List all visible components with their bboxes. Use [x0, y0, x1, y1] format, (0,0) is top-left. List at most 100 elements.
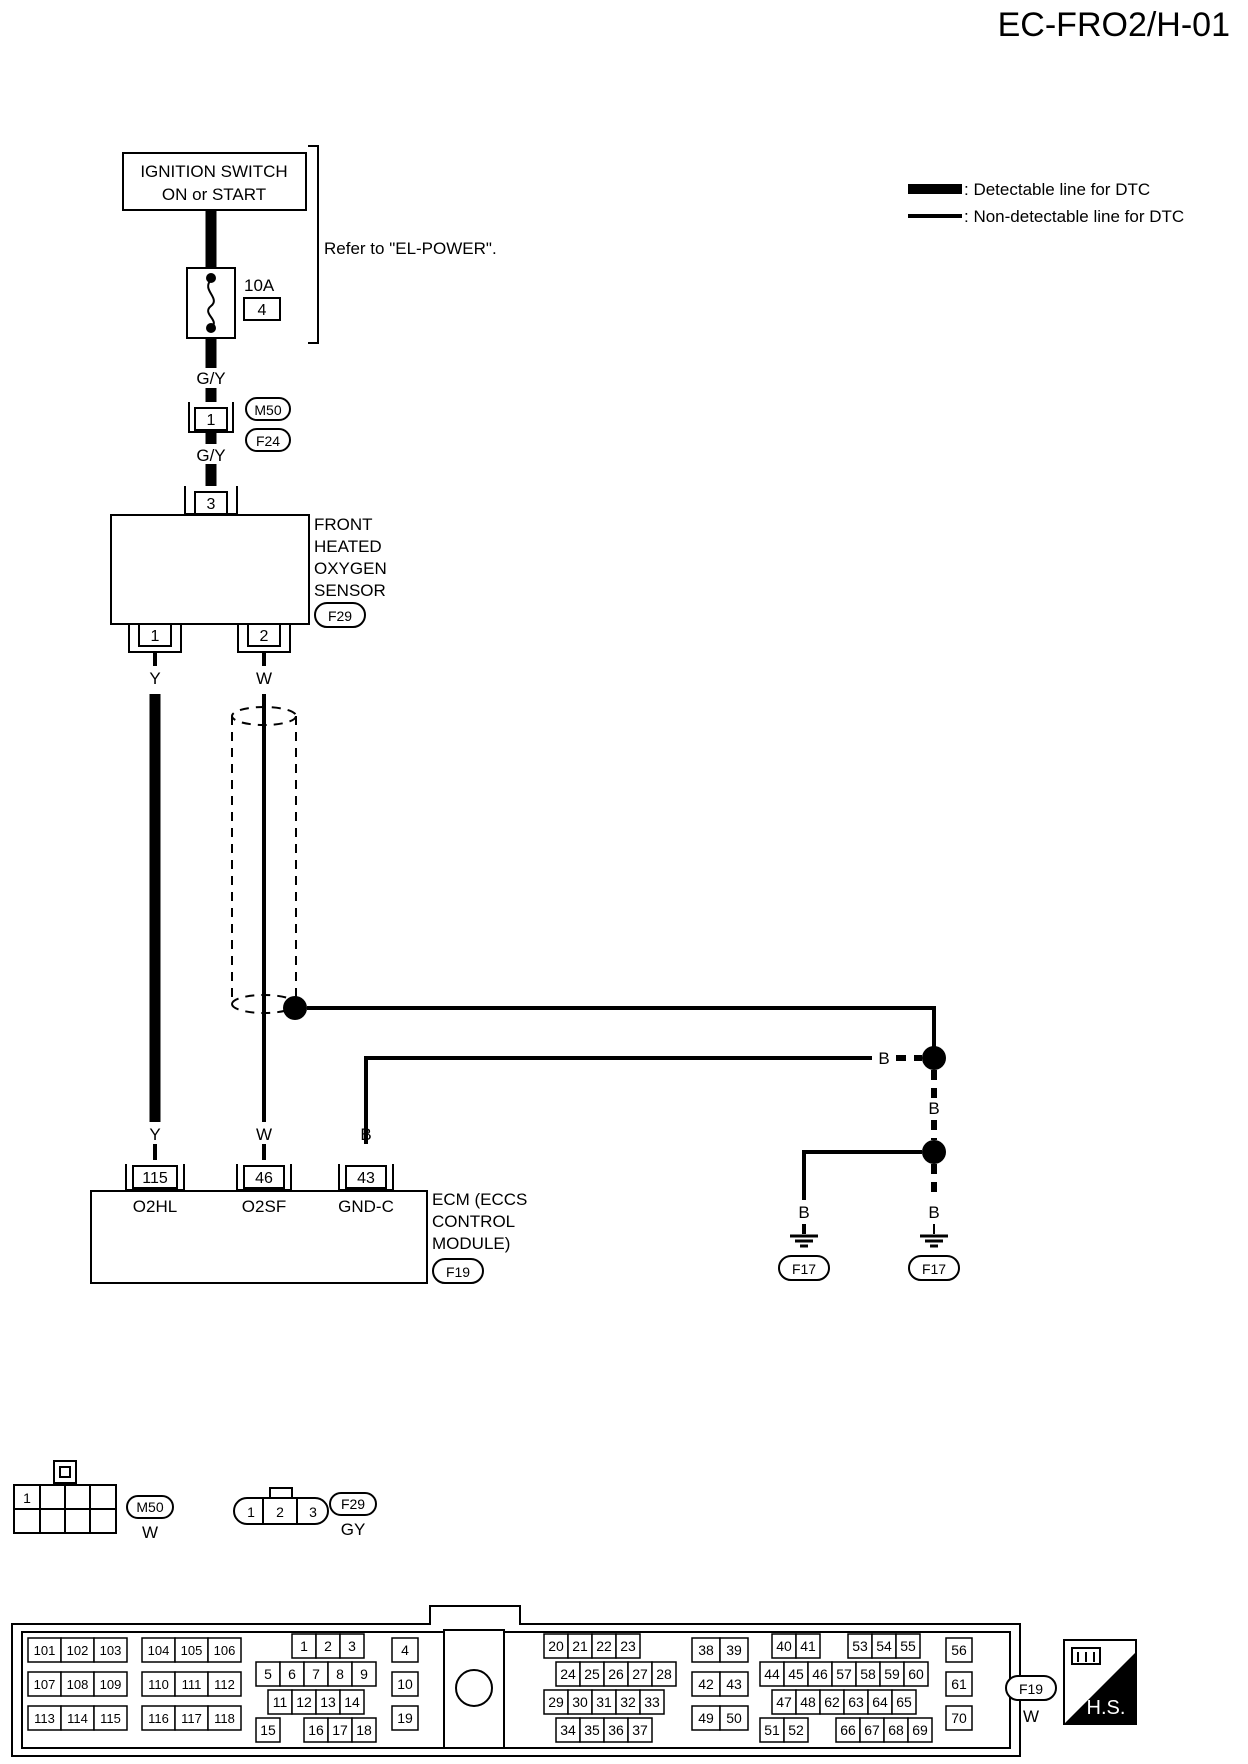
f19-pin-cell: [783, 1717, 809, 1743]
fuse-number-box: [243, 297, 281, 321]
sensor-pin1-box: [138, 623, 172, 647]
f29-view-color: GY: [341, 1520, 366, 1539]
fuse-terminal-bottom: [206, 323, 216, 333]
f19-pin-111: 111: [182, 1677, 202, 1692]
f19-pin-108: 108: [67, 1677, 89, 1692]
m50-view-tag-label: M50: [136, 1499, 163, 1515]
f19-pin-cell: [895, 1633, 921, 1659]
f19-pin-10: 10: [397, 1676, 413, 1692]
f19-pin-2: 2: [324, 1638, 332, 1654]
f19-pin-68: 68: [888, 1722, 904, 1738]
front-heated-oxygen-sensor-box: [110, 514, 310, 625]
f19-pin-101: 101: [34, 1643, 56, 1658]
f19-view-tag-label: F19: [1019, 1681, 1043, 1697]
m50-view-tag: [126, 1495, 174, 1519]
f19-pin-cell: [27, 1637, 62, 1663]
f19-pin-19: 19: [397, 1710, 413, 1726]
legend-detectable-label: : Detectable line for DTC: [964, 180, 1150, 199]
f19-pin-cell: [315, 1633, 341, 1659]
f19-pin-62: 62: [824, 1694, 840, 1710]
f19-pin-cell: [795, 1689, 821, 1715]
f19-pin-cell: [831, 1661, 857, 1687]
ecm-pin43: 43: [357, 1170, 375, 1187]
f19-pin-52: 52: [788, 1722, 804, 1738]
f19-pin-49: 49: [698, 1710, 714, 1726]
f29-view-tag: [329, 1492, 377, 1516]
f19-pin-112: 112: [214, 1677, 235, 1692]
f19-pin-8: 8: [336, 1666, 344, 1682]
f19-pin-cell: [945, 1637, 973, 1663]
f19-pin-cell: [945, 1671, 973, 1697]
sensor-label-3: OXYGEN: [314, 559, 387, 578]
harness-side-icon: [1063, 1639, 1137, 1725]
f19-pin-58: 58: [860, 1666, 876, 1682]
f19-pin-cell: [615, 1633, 641, 1659]
f19-pin-cell: [627, 1717, 653, 1743]
f19-pin-55: 55: [900, 1638, 916, 1654]
sensor-label-2: HEATED: [314, 537, 382, 556]
m50-pin-box: [194, 407, 228, 431]
f19-pin-50: 50: [726, 1710, 742, 1726]
ecm-pin115-box: [132, 1165, 178, 1189]
f19-pin-cell: [627, 1661, 653, 1687]
f19-pin-115: 115: [100, 1711, 121, 1726]
ecm-box: [90, 1190, 428, 1284]
f19-pin-15: 15: [260, 1722, 276, 1738]
f19-pin-33: 33: [644, 1694, 660, 1710]
ecm-label-3: MODULE): [432, 1234, 510, 1253]
b-mid-label-bg: [920, 1098, 948, 1118]
f19-pin-cell: [60, 1705, 95, 1731]
f19-pin-6: 6: [288, 1666, 296, 1682]
f19-pin-cell: [315, 1689, 341, 1715]
f19-pin-59: 59: [884, 1666, 900, 1682]
ignition-switch-box: [122, 152, 307, 211]
f19-pin-cell: [255, 1717, 281, 1743]
gy-top-label-bg: [196, 368, 226, 388]
fuse-number: 4: [258, 302, 267, 319]
ecm-pin46-box: [243, 1165, 285, 1189]
f19-pin-cell: [567, 1689, 593, 1715]
f19-pin-113: 113: [34, 1711, 55, 1726]
ground-right-tag: [908, 1255, 960, 1281]
wire-label-y-bottom: Y: [149, 1125, 160, 1144]
f19-pin-60: 60: [908, 1666, 924, 1682]
sensor-connector-tag: [314, 602, 366, 628]
f19-pin-cell: [591, 1689, 617, 1715]
m50-tag-bottom: [245, 428, 291, 452]
f19-pin-cell: [579, 1717, 605, 1743]
ecm-pin43-box: [345, 1165, 387, 1189]
f19-pin-cell: [555, 1661, 581, 1687]
ecm-connector-label: F19: [446, 1264, 470, 1280]
f19-pin-63: 63: [848, 1694, 864, 1710]
f19-pin-cell: [279, 1661, 305, 1687]
f19-pin-18: 18: [356, 1722, 372, 1738]
f19-pin-cell: [691, 1637, 721, 1663]
f19-pin-61: 61: [951, 1676, 967, 1692]
wire-b-left-ground: [802, 1150, 922, 1200]
m50-view-pin1: 1: [23, 1490, 31, 1506]
wire-label-gy-bottom: G/Y: [196, 446, 225, 465]
f19-pin-21: 21: [572, 1638, 588, 1654]
shield-splice: [283, 996, 307, 1020]
f19-pin-cell: [883, 1717, 909, 1743]
f19-pin-69: 69: [912, 1722, 928, 1738]
harness-side-label: H.S.: [1087, 1697, 1126, 1719]
f19-pin-cell: [859, 1717, 885, 1743]
f19-pin-103: 103: [100, 1643, 122, 1658]
ground-splice-bottom: [922, 1140, 946, 1164]
f19-pin-5: 5: [264, 1666, 272, 1682]
f19-pin-cell: [339, 1689, 365, 1715]
f19-pin-107: 107: [34, 1677, 56, 1692]
f29-connector-view: [233, 1487, 329, 1525]
f19-pin-cell: [879, 1661, 905, 1687]
f19-pin-118: 118: [214, 1711, 235, 1726]
f19-pin-cell: [719, 1705, 749, 1731]
f19-pin-70: 70: [951, 1710, 967, 1726]
sensor-pin2: 2: [260, 628, 269, 645]
refer-text: Refer to "EL-POWER".: [324, 239, 497, 258]
f19-pin-47: 47: [776, 1694, 792, 1710]
f19-pin-31: 31: [596, 1694, 612, 1710]
f19-pin-12: 12: [296, 1694, 312, 1710]
